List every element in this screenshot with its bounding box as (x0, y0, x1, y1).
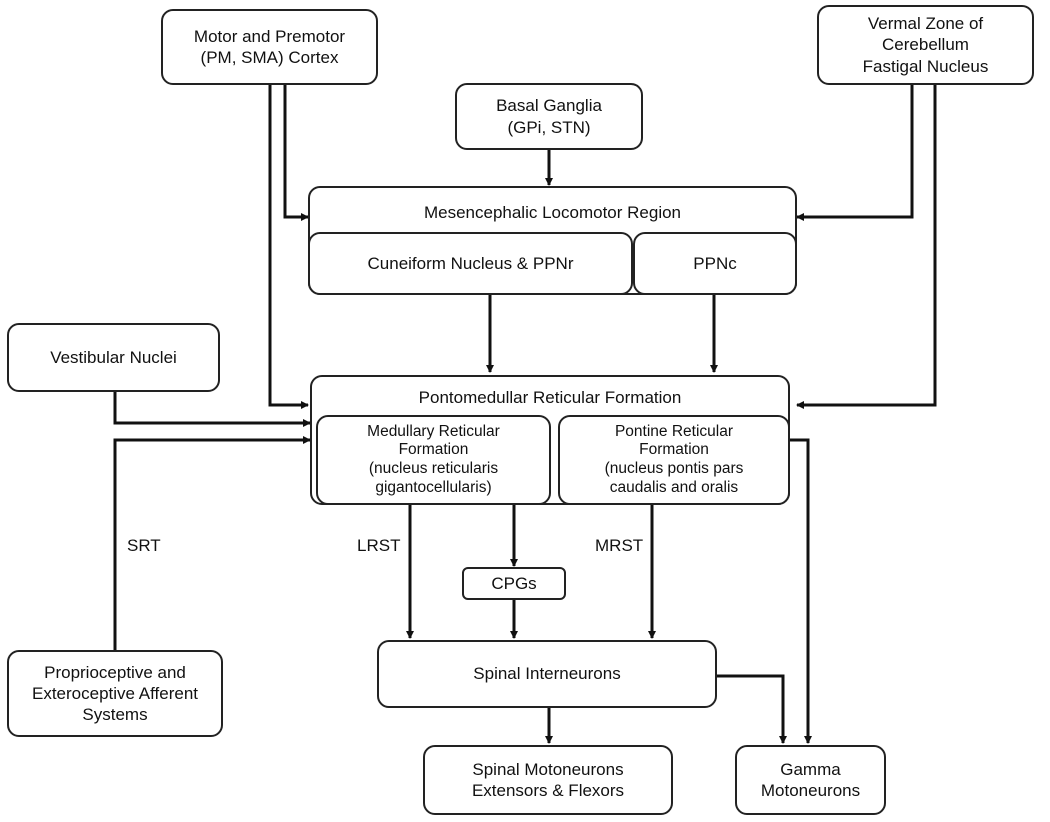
basal-ganglia-node: Basal Ganglia (GPi, STN) (455, 83, 643, 150)
vestibular-nuclei-label: Vestibular Nuclei (50, 347, 177, 367)
vermal-zone-node: Vermal Zone of Cerebellum Fastigal Nucle… (817, 5, 1034, 85)
pmrf-title: Pontomedullar Reticular Formation (418, 388, 682, 407)
motor-premotor-cortex-label: Motor and Premotor (PM, SMA) Cortex (193, 26, 346, 67)
proprioceptive-label: Proprioceptive and Exteroceptive Afferen… (31, 662, 198, 725)
mrst-label: MRST (595, 536, 644, 555)
ppnc-node: PPNc (633, 232, 797, 295)
spinal-interneurons-node: Spinal Interneurons (377, 640, 717, 708)
edge-motor-to-mlr (283, 85, 309, 221)
spinal-motoneurons-node: Spinal Motoneurons Extensors & Flexors (423, 745, 673, 815)
srt-label: SRT (127, 536, 161, 555)
ppnc-label: PPNc (693, 253, 737, 273)
edge-vermal-to-pmrf (796, 85, 937, 409)
medullary-rf-node: Medullary Reticular Formation (nucleus r… (316, 415, 551, 505)
cpgs-node: CPGs (462, 567, 566, 600)
medullary-rf-label: Medullary Reticular Formation (nucleus r… (367, 422, 500, 496)
cuneiform-ppnr-node: Cuneiform Nucleus & PPNr (308, 232, 633, 295)
pontine-rf-label: Pontine Reticular Formation (nucleus pon… (604, 422, 744, 496)
edge-interneurons-to-gamma (717, 674, 787, 744)
cpgs-label: CPGs (491, 573, 537, 593)
lrst-label: LRST (357, 536, 401, 555)
gamma-motoneurons-node: Gamma Motoneurons (735, 745, 886, 815)
edge-vermal-to-mlr (796, 85, 914, 221)
vermal-zone-label: Vermal Zone of Cerebellum Fastigal Nucle… (862, 14, 989, 76)
edge-pmrf-to-gamma (790, 438, 812, 744)
spinal-interneurons-label: Spinal Interneurons (473, 664, 621, 684)
pontine-rf-node: Pontine Reticular Formation (nucleus pon… (558, 415, 790, 505)
basal-ganglia-label: Basal Ganglia (GPi, STN) (496, 96, 602, 137)
proprioceptive-node: Proprioceptive and Exteroceptive Afferen… (7, 650, 223, 737)
vestibular-nuclei-node: Vestibular Nuclei (7, 323, 220, 392)
spinal-motoneurons-label: Spinal Motoneurons Extensors & Flexors (471, 759, 625, 800)
edge-motor-to-pmrf (268, 85, 309, 409)
motor-premotor-cortex-node: Motor and Premotor (PM, SMA) Cortex (161, 9, 378, 85)
mlr-title: Mesencephalic Locomotor Region (423, 203, 682, 222)
cuneiform-ppnr-label: Cuneiform Nucleus & PPNr (367, 253, 574, 273)
gamma-motoneurons-label: Gamma Motoneurons (760, 759, 861, 800)
edge-vestibular-to-pmrf (113, 392, 311, 427)
